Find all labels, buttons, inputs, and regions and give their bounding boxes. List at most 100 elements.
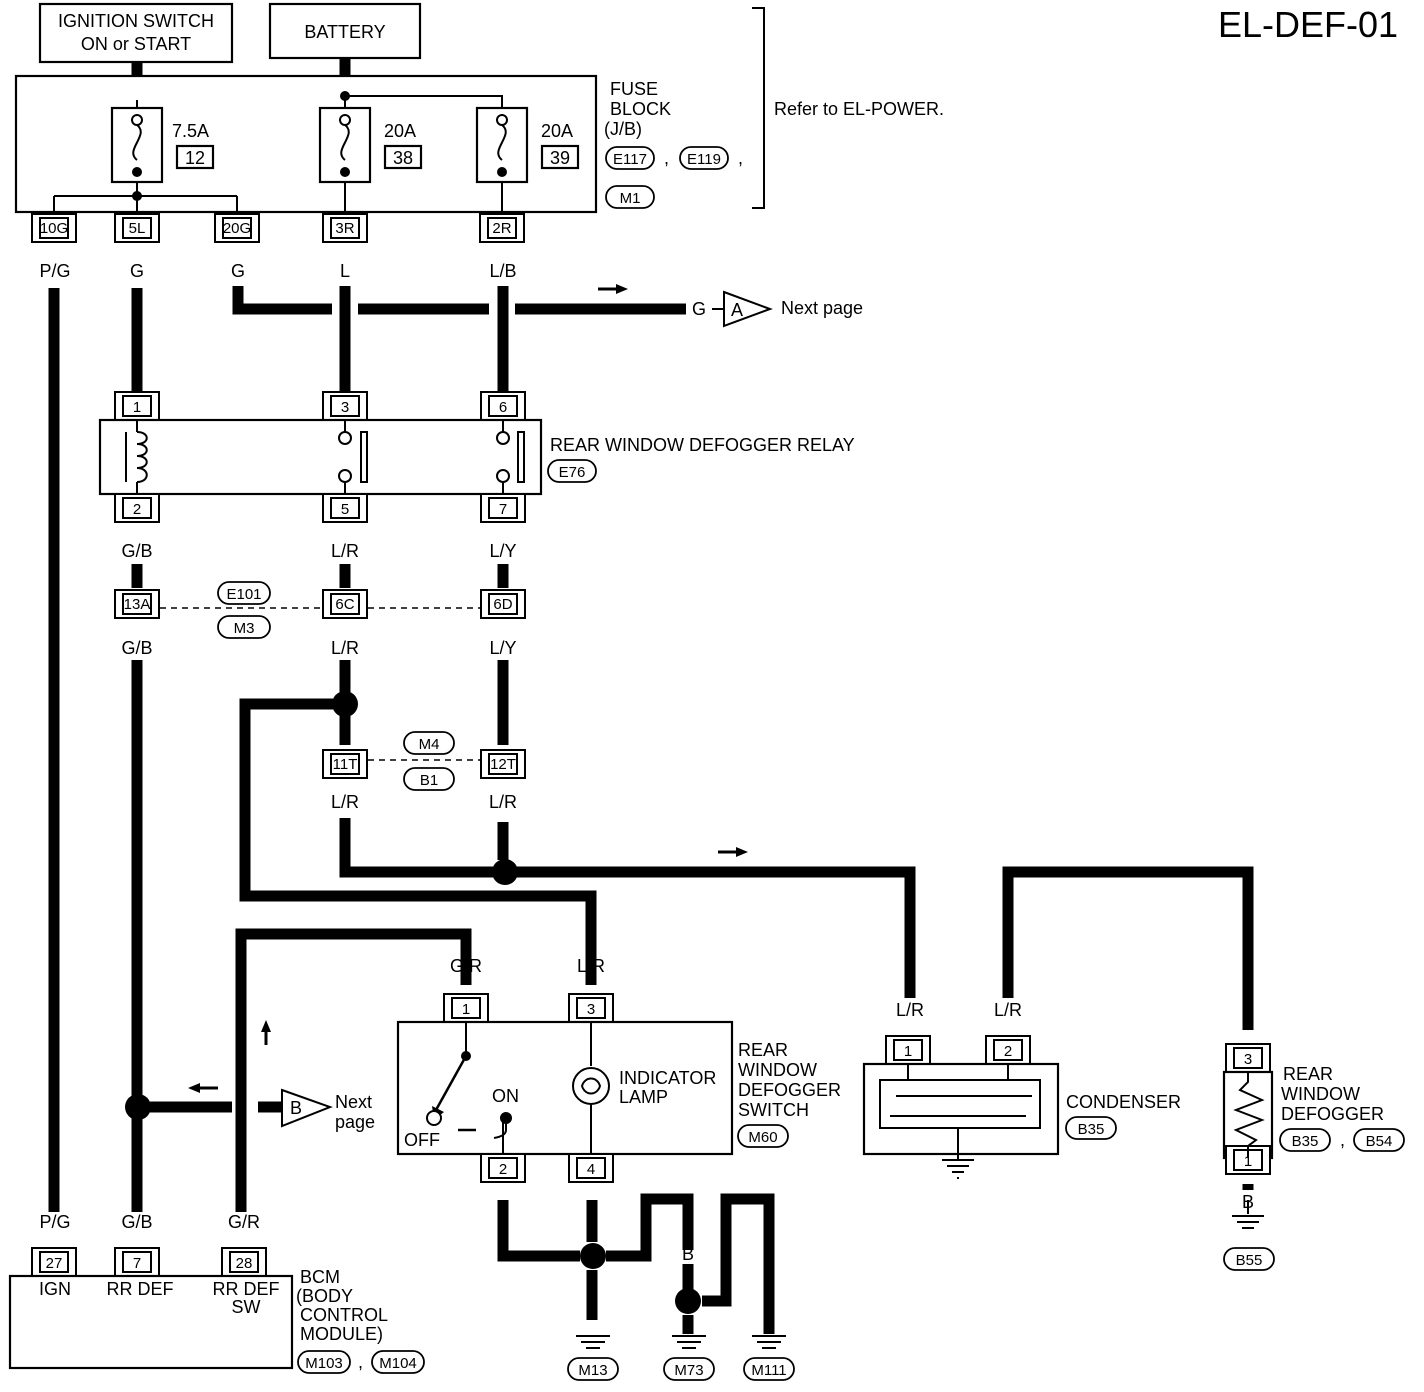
- terminal-10g: 10G: [40, 220, 68, 237]
- ignition-line2: ON or START: [81, 34, 191, 54]
- bcm-pin-label-rr-def: RR DEF: [107, 1279, 174, 1299]
- bcm-pin-28: 28: [236, 1255, 253, 1272]
- fuse-38-number: 38: [393, 148, 413, 168]
- refer-el-power: Refer to EL-POWER.: [774, 99, 944, 119]
- wire-color-lr-11t: L/R: [331, 792, 359, 812]
- wire-color-ly-harness: L/Y: [489, 638, 516, 658]
- switch-label-1: REAR: [738, 1040, 788, 1060]
- wire-color-ly-relay: L/Y: [489, 541, 516, 561]
- junction-dots: [125, 691, 701, 1314]
- wire-color-g-1: G: [130, 261, 144, 281]
- comma-1: ,: [664, 148, 669, 168]
- harness-pin-13a: 13A: [124, 596, 151, 613]
- defogger-pin-1: 1: [1244, 1153, 1252, 1170]
- wire-color-b-sw4: B: [586, 1200, 598, 1220]
- wire-color-gb-harness: G/B: [121, 638, 152, 658]
- terminal-5l: 5L: [129, 220, 146, 237]
- bcm-wire-color-gr: G/R: [228, 1212, 260, 1232]
- defogger-relay: [98, 391, 543, 523]
- diagram-id: EL-DEF-01: [1218, 4, 1398, 45]
- fuse-block-label-1: FUSE: [610, 79, 658, 99]
- wire-color-lr-relay: L/R: [331, 541, 359, 561]
- bcm-pin-label-rr-def-sw-2: SW: [232, 1297, 261, 1317]
- relay-conn-e76: E76: [559, 464, 586, 481]
- fuse-12-number: 12: [185, 148, 205, 168]
- fuse-block-label-3: (J/B): [604, 119, 642, 139]
- relay-pin-2: 2: [133, 501, 141, 518]
- switch-pin-1: 1: [462, 1001, 470, 1018]
- ground-symbols: [567, 1335, 795, 1381]
- conn-a-next-page: Next page: [781, 298, 863, 318]
- fuse-block-terminals: [31, 213, 525, 243]
- fuse-block-conn-m1: M1: [620, 190, 641, 207]
- rear-window-defogger: [1222, 1043, 1274, 1229]
- harness-connector-e101-m3: [114, 581, 526, 639]
- bcm-wire-color-gb: G/B: [121, 1212, 152, 1232]
- bcm-label-1: BCM: [300, 1267, 340, 1287]
- defogger-ground-b55: B55: [1236, 1252, 1263, 1269]
- wire-color-g-2: G: [231, 261, 245, 281]
- fuse-39-rating: 20A: [541, 121, 573, 141]
- conn-b-arrow: [281, 1088, 333, 1128]
- harness-pin-11t: 11T: [333, 756, 358, 773]
- ignition-line1: IGNITION SWITCH: [58, 11, 214, 31]
- terminal-3r: 3R: [335, 220, 354, 237]
- switch-conn-m60: M60: [748, 1129, 777, 1146]
- bcm-module: [8, 1247, 294, 1370]
- wire-color-lr-12t: L/R: [489, 792, 517, 812]
- defogger-label-1: REAR: [1283, 1064, 1333, 1084]
- harness-conn-m3: M3: [234, 620, 255, 637]
- switch-label-2: WINDOW: [738, 1060, 817, 1080]
- bcm-label-2: (BODY: [296, 1286, 353, 1306]
- wire-color-lr-switch: L/R: [577, 956, 605, 976]
- wire-color-b-defog-bot: B: [1242, 1192, 1254, 1212]
- condenser-conn-b35: B35: [1078, 1121, 1105, 1138]
- battery-box: BATTERY: [268, 2, 422, 60]
- harness-pin-12t: 12T: [490, 756, 516, 773]
- battery-label: BATTERY: [304, 22, 385, 42]
- condenser: [862, 1035, 1060, 1179]
- defogger-conn-b35: B35: [1292, 1133, 1319, 1150]
- bcm-label-4: MODULE): [300, 1324, 383, 1344]
- defogger-label-2: WINDOW: [1281, 1084, 1360, 1104]
- flow-arrows: [188, 284, 748, 1093]
- wire-color-lr-cond1: L/R: [896, 1000, 924, 1020]
- condenser-name: CONDENSER: [1066, 1092, 1181, 1112]
- bcm-pin-label-rr-def-sw-1: RR DEF: [213, 1279, 280, 1299]
- defogger-pin-3: 3: [1244, 1051, 1252, 1068]
- fuse-block-conn-e117: E117: [613, 151, 647, 168]
- relay-pin-1: 1: [133, 399, 141, 416]
- wire-color-l: L: [340, 261, 350, 281]
- harness-connector-m4-b1: [322, 731, 526, 791]
- fuse-38-rating: 20A: [384, 121, 416, 141]
- ground-m13: M13: [578, 1362, 607, 1379]
- wire-color-b-defog-top: B: [1242, 1004, 1254, 1024]
- fuse-12-rating: 7.5A: [172, 121, 209, 141]
- bcm-conn-m104: M104: [379, 1355, 417, 1372]
- fuse-block: [14, 58, 598, 214]
- relay-pin-6: 6: [499, 399, 507, 416]
- fuse-block-conn-e119: E119: [687, 151, 721, 168]
- relay-name: REAR WINDOW DEFOGGER RELAY: [550, 435, 855, 455]
- condenser-pin-2: 2: [1004, 1043, 1012, 1060]
- conn-a-letter: A: [731, 300, 743, 320]
- terminal-20g: 20G: [223, 220, 251, 237]
- bcm-conn-m103: M103: [305, 1355, 343, 1372]
- comma-2: ,: [738, 148, 743, 168]
- conn-b-page: page: [335, 1112, 375, 1132]
- switch-label-4: SWITCH: [738, 1100, 809, 1120]
- harness-conn-m4: M4: [419, 736, 440, 753]
- comma-4: ,: [358, 1352, 363, 1372]
- switch-pin-3: 3: [587, 1001, 595, 1018]
- indicator-lamp-line1: INDICATOR: [619, 1068, 716, 1088]
- bcm-pin-7: 7: [133, 1255, 141, 1272]
- harness-conn-e101: E101: [226, 586, 261, 603]
- switch-pin-4: 4: [587, 1161, 595, 1178]
- switch-pin-2: 2: [499, 1161, 507, 1178]
- ground-wire-b-m13: B: [586, 1300, 598, 1320]
- ground-wire-b-m111-b: B: [763, 1244, 775, 1264]
- wire-color-b-sw2: B: [497, 1200, 509, 1220]
- wire-color-g-conn-a: G: [692, 299, 706, 319]
- wires: [48, 286, 1254, 1334]
- comma-3: ,: [1340, 1130, 1345, 1150]
